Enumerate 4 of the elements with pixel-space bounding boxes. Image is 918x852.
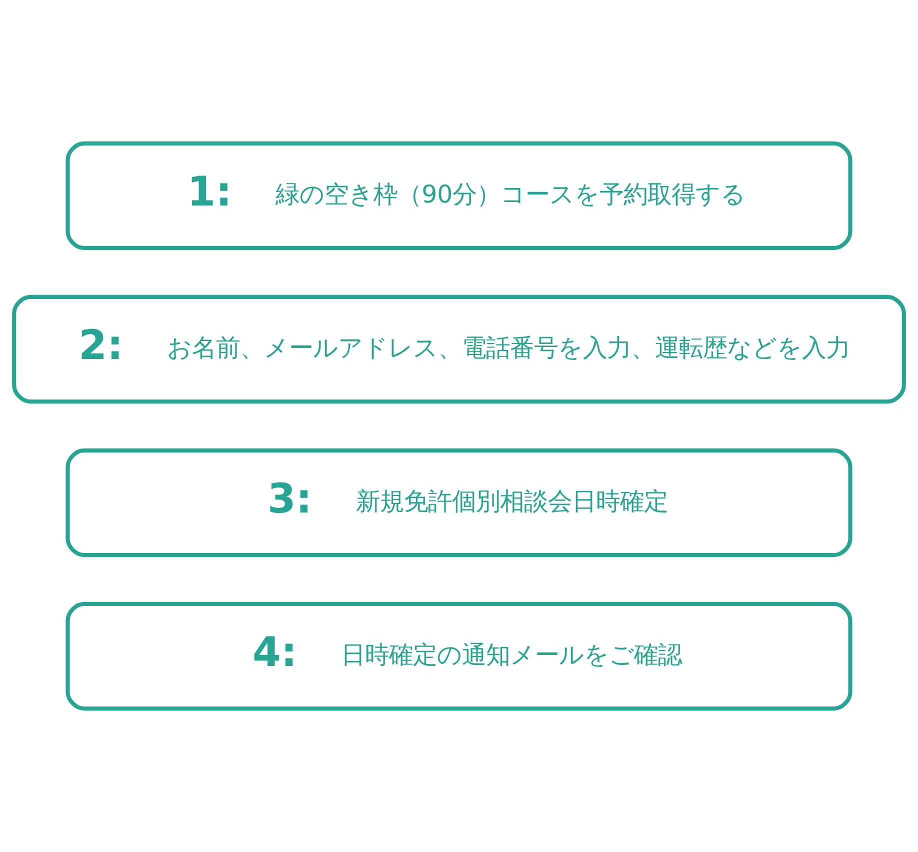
node-box: 4: 日時確定の通知メールをご確認	[66, 602, 852, 711]
node-box: 1: 緑の空き枠（90分）コースを予約取得する	[66, 141, 852, 250]
node-box: 3: 新規免許個別相談会日時確定	[66, 448, 852, 558]
node-box: 2: お名前、メールアドレス、電話番号を入力、運転歴などを入力	[12, 294, 906, 404]
